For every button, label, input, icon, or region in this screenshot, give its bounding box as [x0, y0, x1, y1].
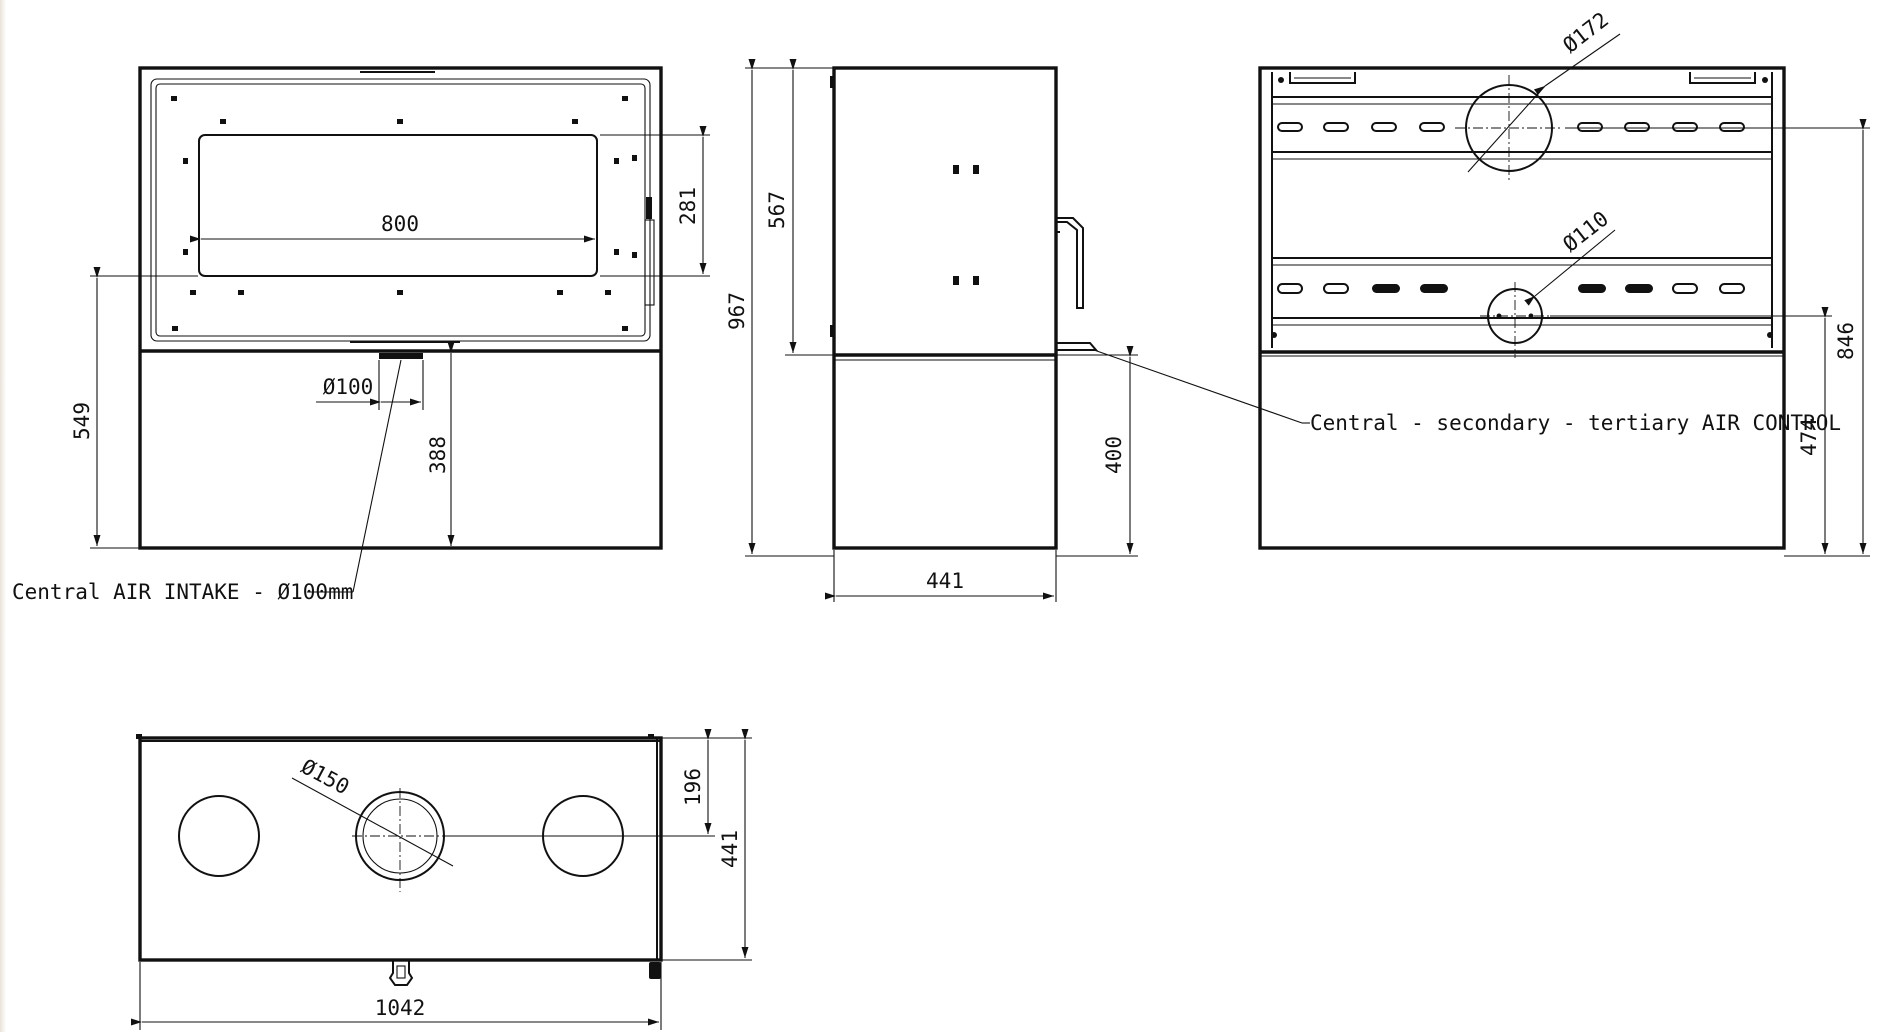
callout-air-intake: Central AIR INTAKE - Ø100mm — [12, 359, 402, 604]
dim-front-base-height: 388 — [426, 342, 455, 546]
rear-upper-flue: Ø172 — [1455, 7, 1621, 181]
label-400: 400 — [1102, 436, 1126, 474]
front-fixing-points — [171, 96, 637, 331]
label-d100: Ø100 — [323, 375, 374, 399]
label-567: 567 — [765, 191, 789, 229]
top-left-opening — [178, 795, 260, 877]
side-handle — [1056, 217, 1084, 309]
label-d150: Ø150 — [297, 754, 353, 799]
label-1042: 1042 — [375, 996, 426, 1020]
dim-rear-total-height: 846 — [1565, 119, 1870, 557]
dim-top-width: 1042 — [131, 962, 662, 1030]
dim-glass-height: 281 — [600, 126, 710, 277]
label-281: 281 — [676, 187, 700, 225]
label-d172: Ø172 — [1558, 7, 1613, 57]
label-central-air-intake: Central AIR INTAKE - Ø100mm — [12, 580, 353, 604]
dim-side-depth: 441 — [825, 550, 1057, 602]
top-body — [138, 736, 663, 962]
rear-view: Ø172 Ø110 846 474 — [1258, 7, 1870, 557]
dim-front-overall-height: 549 — [70, 267, 198, 549]
top-air-intake-spigot — [388, 960, 414, 986]
label-196: 196 — [681, 768, 705, 806]
rear-body — [1258, 66, 1786, 550]
label-800: 800 — [381, 212, 419, 236]
side-body — [832, 66, 1058, 550]
paper-edge-shadow — [0, 0, 6, 1032]
dim-glass-width: 800 — [190, 212, 595, 243]
label-388: 388 — [426, 436, 450, 474]
rear-upper-slots — [1277, 122, 1745, 132]
dim-side-firebox-height: 567 — [765, 59, 834, 356]
dim-side-base-height: 400 — [1056, 346, 1138, 557]
dim-intake-diameter: Ø100 — [316, 360, 424, 410]
label-d110: Ø110 — [1558, 206, 1613, 256]
label-441-side: 441 — [926, 569, 964, 593]
dim-side-total-height: 967 — [725, 59, 834, 557]
callout-air-control: Central - secondary - tertiary AIR CONTR… — [1093, 349, 1841, 435]
front-glass-window — [198, 134, 598, 277]
label-474: 474 — [1797, 418, 1821, 456]
label-air-control: Central - secondary - tertiary AIR CONTR… — [1310, 411, 1841, 435]
label-967: 967 — [725, 292, 749, 330]
top-flue-collar — [291, 777, 454, 892]
dim-top-flue-offset: 196 — [445, 729, 752, 837]
label-846: 846 — [1834, 322, 1858, 360]
rear-lower-slots — [1277, 283, 1745, 294]
side-view: 567 967 400 441 — [725, 59, 1138, 602]
rear-lower-flue: Ø110 — [1480, 206, 1616, 358]
label-549: 549 — [70, 402, 94, 440]
dim-top-depth: 441 — [661, 729, 752, 961]
label-441-top: 441 — [718, 830, 742, 868]
top-view: Ø150 196 441 1042 — [131, 729, 752, 1030]
dim-rear-lower-flue-height: 474 — [1550, 307, 1832, 557]
front-outer-body — [138, 66, 663, 550]
side-fixing-points — [953, 165, 979, 285]
front-view: 800 281 Ø100 388 549 — [12, 66, 710, 604]
